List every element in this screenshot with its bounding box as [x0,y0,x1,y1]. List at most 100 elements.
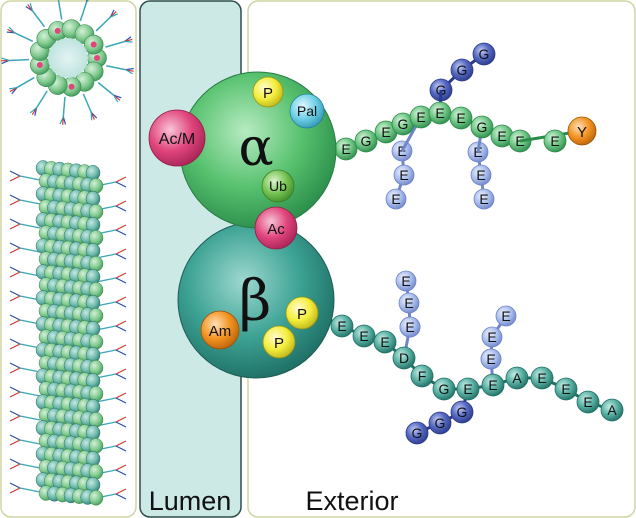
tube-tail-branch [9,175,21,182]
tube-tail-left [19,415,41,421]
tube-tail-branch [115,253,127,260]
svg-text:G: G [398,116,409,132]
tube-tail-right [95,277,117,283]
tube-subunit [88,230,104,246]
svg-text:G: G [361,133,372,149]
svg-text:E: E [479,191,488,207]
microtubule-cross-section [1,0,134,125]
beta-branch-down-bead: G [450,400,474,424]
tube-tail-branch [9,290,21,297]
beta-branch1-base-bead: E [399,316,421,338]
svg-text:E: E [486,351,495,367]
beta-tail: EEEEEEGGGEEEDFGEEAEEEAEE [329,270,624,445]
tube-tail-branch [115,464,127,471]
tube-tail-branch [115,181,127,188]
tube-subunit [88,360,104,376]
beta-mod-phosphate-2: P [262,325,296,359]
ring-tail [97,82,115,96]
alpha-branch2-bead: E [473,188,495,210]
svg-text:E: E [501,308,510,324]
beta-branch2-bead: E [481,326,503,348]
tube-tail-branch [9,487,21,494]
svg-text:E: E [416,109,425,125]
alpha-mod-phosphate: P [252,76,284,108]
tube-tail-branch [115,373,127,380]
svg-text:E: E [463,381,472,397]
tube-tail-left [19,247,41,253]
svg-text:E: E [537,370,546,386]
tube-tail-left [19,223,41,229]
svg-text:G: G [412,425,423,441]
tube-tail-branch [9,170,21,177]
interface-mod-acetyl: Ac [254,206,298,250]
tube-tail-branch [9,266,21,273]
tube-tail-branch [115,320,127,327]
svg-text:E: E [487,329,496,345]
tube-tail-branch [9,415,21,422]
svg-text:Pal: Pal [297,103,317,119]
beta-tail-bead: E [530,366,554,390]
svg-text:E: E [380,334,389,350]
beta-tail-bead: E [373,330,397,354]
tube-tail-branch [9,271,21,278]
svg-text:E: E [337,318,346,334]
tube-tail-left [19,487,41,493]
ring-tail [57,0,63,20]
tube-tail-branch [115,296,127,303]
beta-branch2-bead: E [495,305,517,327]
ring-tail-branch [29,3,34,12]
alpha-tail-bead: E [449,106,473,130]
tube-subunit [88,464,104,480]
ring-tail-branch [110,13,119,18]
alpha-tail-end-bead: E [543,129,567,153]
alpha-tail-bead: G [470,115,494,139]
beta-tail-bead: A [600,398,624,422]
ring-tail [79,1,88,22]
tube-tail-branch [115,248,127,255]
ring-tail [31,10,46,28]
beta-tail-bead: D [392,346,416,370]
tube-subunit [88,178,104,194]
tube-tail-branch [9,223,21,230]
svg-text:E: E [405,319,414,335]
svg-text:G: G [457,404,468,420]
alpha-mod-ubiquitin: Ub [261,169,295,203]
beta-tail-bead: E [456,377,480,401]
beta-tail-bead: E [330,314,354,338]
alpha-tail-bead: E [428,101,452,125]
alpha-mod-palmitoyl: Pal [289,93,325,129]
beta-tail-bead: E [576,390,600,414]
svg-text:Am: Am [209,323,232,340]
beta-branch1-bead: E [398,292,420,314]
tube-tail-branch [115,493,127,500]
tube-tail-branch [9,410,21,417]
svg-text:E: E [401,273,410,289]
tube-tail-branch [115,176,127,183]
tube-subunit [88,308,104,324]
ring-tail [35,90,48,109]
alpha-tail-bead: E [409,105,433,129]
svg-text:E: E [359,328,368,344]
tube-tail-left [19,367,41,373]
tube-tail-branch [115,344,127,351]
tube-subunit [88,204,104,220]
svg-text:Ac: Ac [267,221,285,238]
tube-tail-branch [9,343,21,350]
tube-tail-branch [115,301,127,308]
beta-tail-bead: G [432,377,456,401]
svg-text:E: E [497,128,506,144]
ring-tail-branch [1,57,10,62]
tube-subunit [88,334,104,350]
tube-tail-branch [115,416,127,423]
svg-text:P: P [274,335,284,352]
ring-tail [9,58,30,62]
tube-tail-branch [9,458,21,465]
svg-text:E: E [456,110,465,126]
ring-tail-branch [29,107,37,114]
tube-tail-left [19,439,41,445]
alpha-tail: EEEEEEGGGEGEGEEEGEEEY [331,42,597,210]
tube-tail-left [19,199,41,205]
tube-subunit [88,438,104,454]
svg-text:E: E [561,381,570,397]
